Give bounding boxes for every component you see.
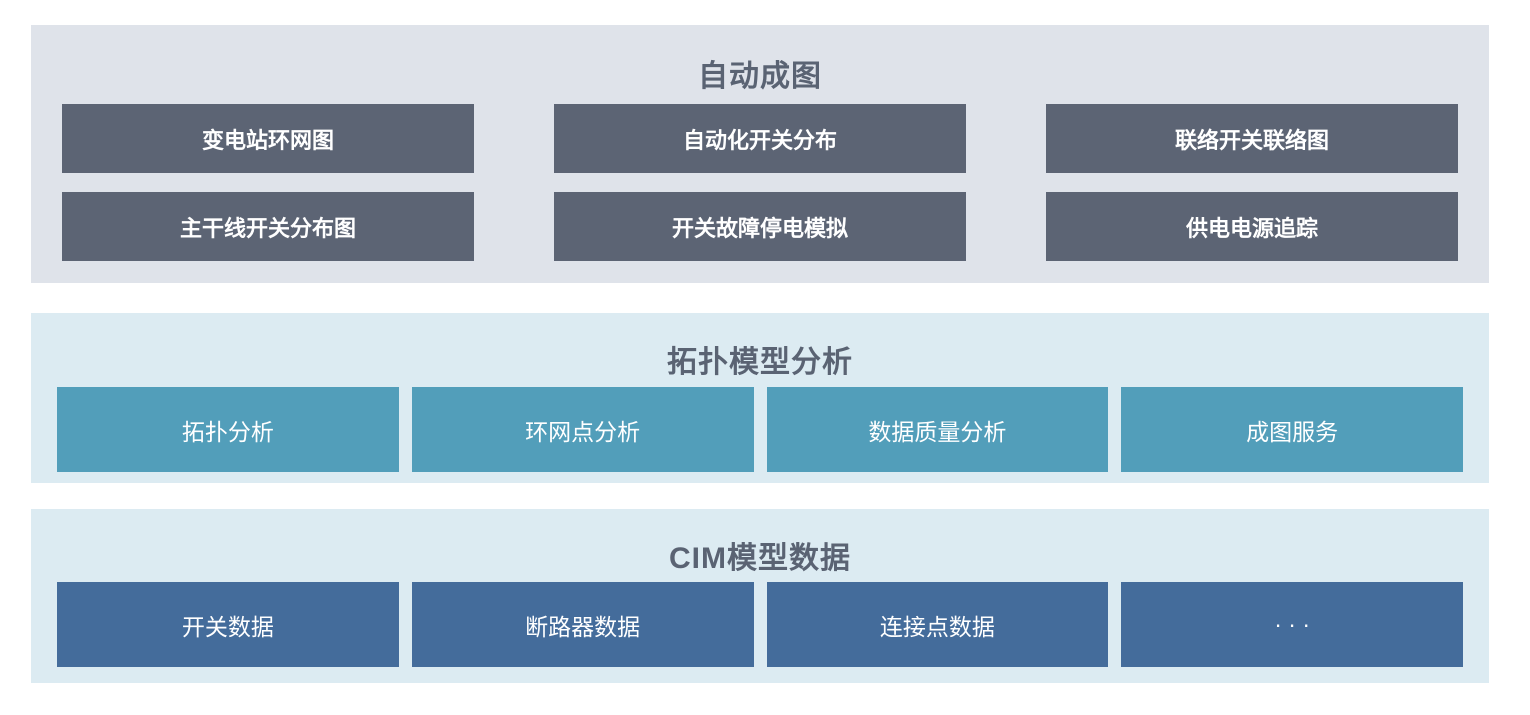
topology-model-analysis-section: 拓扑模型分析 拓扑分析 环网点分析 数据质量分析 成图服务 xyxy=(31,313,1489,483)
auto-mapping-row-2: 主干线开关分布图 开关故障停电模拟 供电电源追踪 xyxy=(62,192,1458,261)
topology-model-analysis-section-title: 拓扑模型分析 xyxy=(667,346,853,379)
auto-mapping-row-1: 变电站环网图 自动化开关分布 联络开关联络图 xyxy=(62,104,1458,173)
box-ring-network-point-analysis: 环网点分析 xyxy=(411,387,754,472)
topology-analysis-row: 拓扑分析 环网点分析 数据质量分析 成图服务 xyxy=(57,387,1463,472)
box-diagram-generation-service: 成图服务 xyxy=(1121,387,1463,472)
box-connection-point-data: 连接点数据 xyxy=(766,582,1109,667)
cim-model-data-section-title: CIM模型数据 xyxy=(669,542,851,575)
box-automated-switch-distribution: 自动化开关分布 xyxy=(554,104,966,173)
box-data-quality-analysis: 数据质量分析 xyxy=(766,387,1109,472)
box-switch-fault-outage-simulation: 开关故障停电模拟 xyxy=(554,192,966,261)
box-substation-ring-network-diagram: 变电站环网图 xyxy=(62,104,474,173)
cim-data-row: 开关数据 断路器数据 连接点数据 · · · xyxy=(57,582,1463,667)
box-trunk-line-switch-distribution-diagram: 主干线开关分布图 xyxy=(62,192,474,261)
auto-mapping-section-title: 自动成图 xyxy=(698,60,822,93)
box-power-source-tracing: 供电电源追踪 xyxy=(1046,192,1458,261)
auto-mapping-section: 自动成图 变电站环网图 自动化开关分布 联络开关联络图 主干线开关分布图 开关故… xyxy=(31,25,1489,283)
box-more-data-ellipsis: · · · xyxy=(1121,582,1463,667)
box-switch-data: 开关数据 xyxy=(57,582,399,667)
box-topology-analysis: 拓扑分析 xyxy=(57,387,399,472)
box-circuit-breaker-data: 断路器数据 xyxy=(411,582,754,667)
cim-model-data-section: CIM模型数据 开关数据 断路器数据 连接点数据 · · · xyxy=(31,509,1489,683)
box-tie-switch-connection-diagram: 联络开关联络图 xyxy=(1046,104,1458,173)
